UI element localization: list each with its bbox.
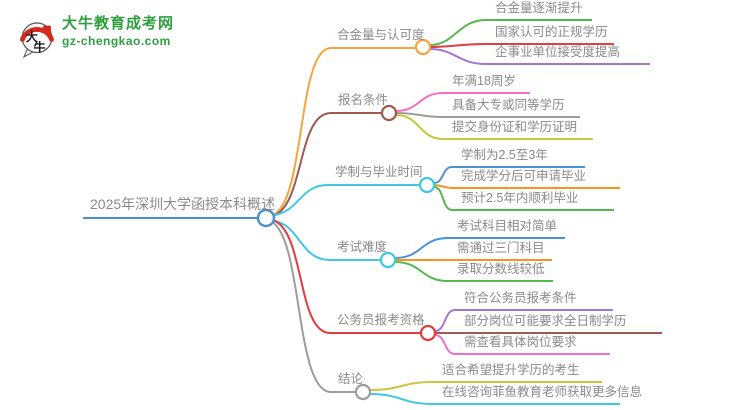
branch3-toggle[interactable] bbox=[418, 176, 436, 194]
branch3-child-connectors bbox=[433, 166, 453, 211]
branch4-child-connectors bbox=[394, 237, 449, 282]
branch6-child-connectors bbox=[369, 381, 434, 405]
site-url: gz-chengkao.com bbox=[62, 34, 171, 48]
branch-node-value-recognition[interactable]: 合金量与认可度 bbox=[330, 27, 425, 49]
child-node-2-3[interactable]: 提交身份证和学历证明 bbox=[443, 119, 593, 140]
child-node-3-1[interactable]: 学制为2.5至3年 bbox=[452, 147, 585, 168]
branch-node-registration-requirements[interactable]: 报名条件 bbox=[331, 92, 388, 114]
child-node-5-1[interactable]: 符合公务员报考条件 bbox=[455, 290, 613, 311]
child-node-4-2[interactable]: 需通过三门科目 bbox=[448, 240, 552, 261]
branch5-child-connectors bbox=[434, 309, 456, 355]
center-branch-connectors bbox=[271, 47, 332, 393]
daniu-logo-icon: 大 牛 bbox=[20, 22, 54, 58]
child-node-6-2[interactable]: 在线咨询菲鱼教育老师获取更多信息 bbox=[433, 384, 642, 405]
child-node-6-1[interactable]: 适合希望提升学历的考生 bbox=[433, 362, 602, 383]
child-node-3-3[interactable]: 预计2.5年内顺利毕业 bbox=[452, 190, 614, 211]
branch-node-conclusion[interactable]: 结论 bbox=[331, 371, 363, 393]
branch2-toggle[interactable] bbox=[380, 104, 398, 122]
child-node-5-3[interactable]: 需查看具体岗位要求 bbox=[455, 334, 610, 355]
site-logo[interactable]: 大 牛 大牛教育成考网 gz-chengkao.com bbox=[17, 14, 174, 58]
branch-node-study-duration[interactable]: 学制与毕业时间 bbox=[328, 164, 423, 186]
child-node-4-3[interactable]: 录取分数线较低 bbox=[448, 261, 553, 282]
central-topic[interactable]: 2025年深圳大学函授本科概述 bbox=[83, 195, 275, 219]
child-node-4-1[interactable]: 考试科目相对简单 bbox=[448, 218, 565, 239]
branch-node-exam-difficulty[interactable]: 考试难度 bbox=[330, 239, 387, 261]
branch4-toggle[interactable] bbox=[379, 251, 397, 269]
child-node-3-2[interactable]: 完成学分后可申请毕业 bbox=[452, 168, 620, 189]
branch1-toggle[interactable] bbox=[414, 38, 432, 56]
child-node-1-3[interactable]: 企事业单位接受度提高 bbox=[486, 44, 650, 65]
child-node-1-1[interactable]: 合金量逐渐提升 bbox=[486, 0, 592, 21]
svg-text:大: 大 bbox=[26, 29, 39, 44]
branch6-toggle[interactable] bbox=[354, 383, 372, 401]
branch-node-civil-service-eligibility[interactable]: 公务员报考资格 bbox=[330, 312, 425, 334]
child-node-5-2[interactable]: 部分岗位可能要求全日制学历 bbox=[455, 313, 662, 334]
branch1-child-connectors bbox=[429, 19, 487, 65]
branch2-child-connectors bbox=[395, 92, 444, 140]
branch5-toggle[interactable] bbox=[419, 324, 437, 342]
child-node-1-2[interactable]: 国家认可的正规学历 bbox=[486, 24, 614, 45]
site-name: 大牛教育成考网 bbox=[62, 15, 175, 32]
child-node-2-2[interactable]: 具备大专或同等学历 bbox=[443, 97, 580, 118]
child-node-2-1[interactable]: 年满18周岁 bbox=[443, 73, 530, 94]
svg-text:牛: 牛 bbox=[34, 40, 46, 55]
